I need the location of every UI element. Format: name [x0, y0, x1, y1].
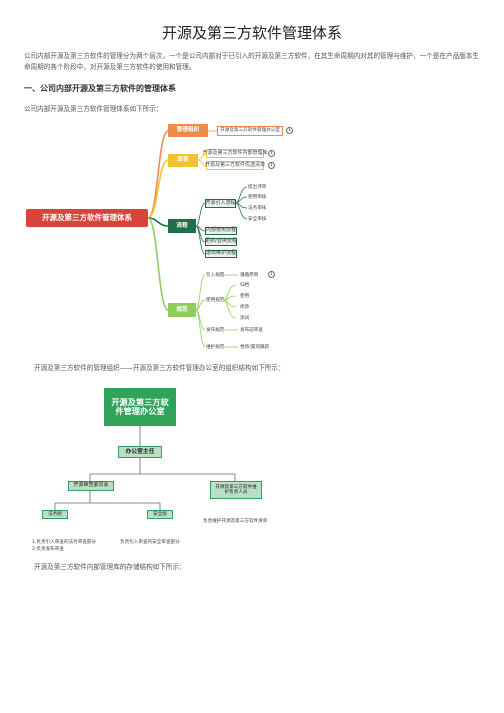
org-security-duty: 负责引入审查的安全审查部分 — [120, 540, 180, 545]
org-legal-duty-2: 2.负责发布审查 — [32, 547, 64, 552]
branch-flow: 流程 — [168, 219, 196, 233]
leaf-flow-legal-review: 法务审核 — [248, 206, 267, 211]
leaf-org-office: 开源及第三方软件管理办公室 — [217, 126, 283, 136]
leaf-norm-maint: 维护规范 — [206, 345, 225, 350]
leaf-norm-principle: 遵循原则 — [240, 273, 259, 278]
leaf-norm-intro: 引入规范 — [206, 273, 225, 278]
badge-norm-principle: 1 — [268, 271, 275, 278]
branch-org: 管理组织 — [168, 124, 208, 137]
org-legal-box: 法务组 — [42, 510, 68, 519]
leaf-norm-archive: 归档 — [240, 283, 250, 288]
intro-paragraph: 公司内部开源及第三方软件的管理分为两个层次，一个是公司内部对于已引入的开源及第三… — [24, 52, 479, 71]
org-top-box: 开源及第三方软件管理办公室 — [104, 388, 176, 426]
mindmap-root: 开源及第三方软件管理体系 — [26, 209, 148, 227]
caption-orgchart: 开源及第三方软件的管理组织——开源及第三方软件管理办公室的组织结构如下所示： — [34, 364, 285, 372]
org-maintainer-box: 开源及第三方软件维护负责人员 — [210, 481, 262, 499]
badge-lib-preferred: 1 — [268, 162, 275, 169]
leaf-flow-usage-review: 使用审核 — [248, 195, 267, 200]
leaf-norm-tracking: 更新/漏洞跟踪 — [240, 345, 270, 350]
leaf-lib-internal: 开源及第三方软件内部管理库 — [203, 149, 268, 158]
leaf-norm-test: 测试 — [240, 316, 250, 321]
leaf-flow-exit: 退出维护流程 — [205, 250, 237, 258]
leaf-norm-use: 使用规范 — [206, 298, 225, 303]
document-title: 开源及第三方软件管理体系 — [161, 24, 342, 42]
badge-lib-internal: 1 — [268, 150, 275, 157]
leaf-flow-update: 更新/替换流程 — [205, 238, 237, 246]
leaf-flow-internal-use: 内部使用流程 — [205, 227, 237, 235]
badge-org: 1 — [286, 127, 293, 134]
org-director-box: 办公室主任 — [118, 446, 162, 458]
caption-mindmap: 公司内部开源及第三方软件管理体系如下所示： — [24, 105, 163, 113]
leaf-norm-modify: 修改 — [240, 305, 250, 310]
section-heading: 一、公司内部开源及第三方软件的管理体系 — [24, 84, 176, 93]
org-maintainer-duty: 负责维护开源及第三方软件清单 — [203, 519, 268, 524]
caption-library: 开源及第三方软件内部管理库的存储结构如下所示： — [34, 563, 186, 571]
branch-norm: 规范 — [168, 303, 196, 317]
leaf-flow-propose: 提出评审 — [248, 185, 267, 190]
leaf-norm-release: 发布规范 — [206, 328, 225, 333]
leaf-norm-release-review: 发布前审查 — [240, 328, 263, 333]
branch-lib: 库表 — [168, 154, 198, 167]
leaf-norm-usage: 使用 — [240, 294, 250, 299]
org-committee-box: 开源审查委员会 — [68, 481, 114, 491]
org-security-box: 安全组 — [147, 510, 173, 519]
org-legal-duty-1: 1.负责引入审查的法务审查部分 — [32, 540, 97, 545]
leaf-lib-preferred: 开源及第三方软件优选清单 — [205, 161, 265, 170]
leaf-flow-intro: 开源引入流程 — [205, 199, 236, 208]
leaf-flow-security-review: 安全审核 — [248, 217, 267, 222]
